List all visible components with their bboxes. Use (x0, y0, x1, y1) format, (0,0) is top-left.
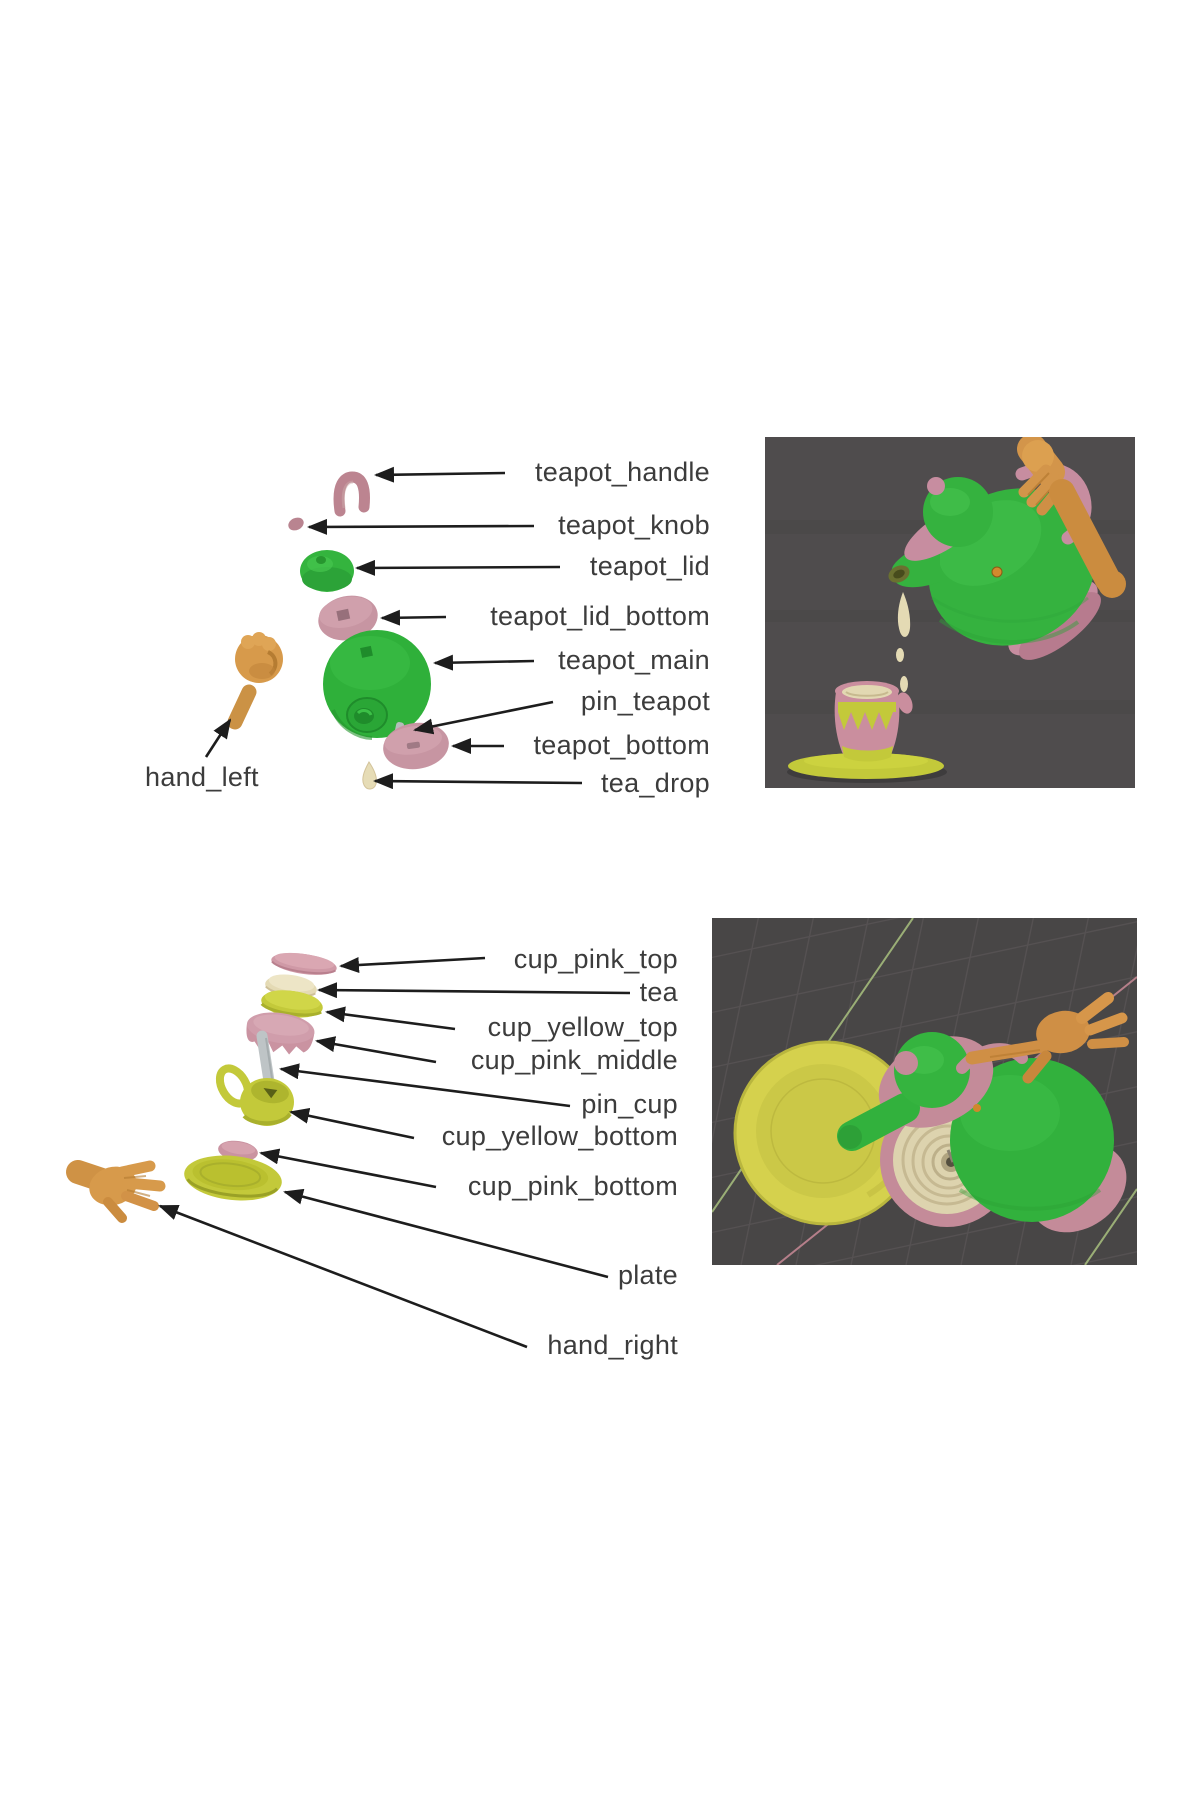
teapot-lid-part (300, 550, 354, 592)
teapot-exploded-view (227, 471, 449, 790)
label-teapot-knob: teapot_knob (558, 510, 710, 540)
arrow-hand-right (158, 1204, 528, 1349)
hand-right-part (66, 1160, 166, 1223)
cup-render (712, 918, 1137, 1265)
cup-pink-top-part (271, 952, 337, 975)
arrow-cup-pink-top (339, 956, 486, 973)
teapot-lid-bottom-part (318, 595, 378, 641)
cup-yellow-bottom-part (215, 1064, 294, 1126)
cup-yellow-top-part (260, 990, 323, 1018)
cup-label-arrows (158, 956, 631, 1349)
arrow-teapot-handle (374, 466, 506, 483)
arrow-cup-yellow-bottom (289, 1107, 415, 1140)
plate-part (184, 1155, 282, 1201)
teapot-main-part (323, 630, 431, 740)
arrow-tea-drop (373, 773, 583, 790)
label-cup-pink-top: cup_pink_top (513, 944, 678, 974)
teapot-label-arrows (204, 466, 583, 790)
label-plate: plate (617, 1260, 678, 1290)
hand-left-part (227, 632, 283, 730)
label-teapot-lid: teapot_lid (589, 551, 710, 581)
label-tea: tea (639, 977, 678, 1007)
arrow-cup-pink-middle (315, 1036, 437, 1064)
label-pin-teapot: pin_teapot (580, 686, 710, 716)
teapot-knob-part (288, 517, 304, 531)
label-teapot-bottom: teapot_bottom (533, 730, 710, 760)
arrow-teapot-main (433, 654, 535, 671)
cup-exploded-view (66, 952, 337, 1223)
arrow-cup-pink-bottom (259, 1148, 437, 1189)
arrow-plate (283, 1188, 609, 1279)
teapot-render (765, 437, 1135, 788)
arrow-tea (317, 982, 631, 999)
label-teapot-main: teapot_main (558, 645, 710, 675)
label-hand-left: hand_left (145, 762, 259, 792)
arrow-hand-left (204, 718, 232, 758)
label-cup-pink-middle: cup_pink_middle (470, 1045, 678, 1075)
arrow-teapot-lid (355, 559, 561, 576)
label-teapot-lid-bottom: teapot_lid_bottom (490, 601, 710, 631)
arrow-teapot-knob (307, 518, 535, 535)
arrow-cup-yellow-top (325, 1006, 456, 1031)
label-cup-pink-bottom: cup_pink_bottom (467, 1171, 678, 1201)
arrow-teapot-lid-bottom (380, 609, 447, 626)
tea-drop-part (362, 761, 377, 790)
label-cup-yellow-top: cup_yellow_top (487, 1012, 678, 1042)
teapot-handle-part (333, 471, 370, 517)
arrow-pin-cup (279, 1063, 571, 1108)
label-tea-drop: tea_drop (601, 768, 710, 798)
label-teapot-handle: teapot_handle (534, 457, 710, 487)
arrow-pin-teapot (413, 700, 554, 735)
label-cup-yellow-bottom: cup_yellow_bottom (441, 1121, 678, 1151)
label-pin-cup: pin_cup (581, 1089, 678, 1119)
label-hand-right: hand_right (547, 1330, 678, 1360)
